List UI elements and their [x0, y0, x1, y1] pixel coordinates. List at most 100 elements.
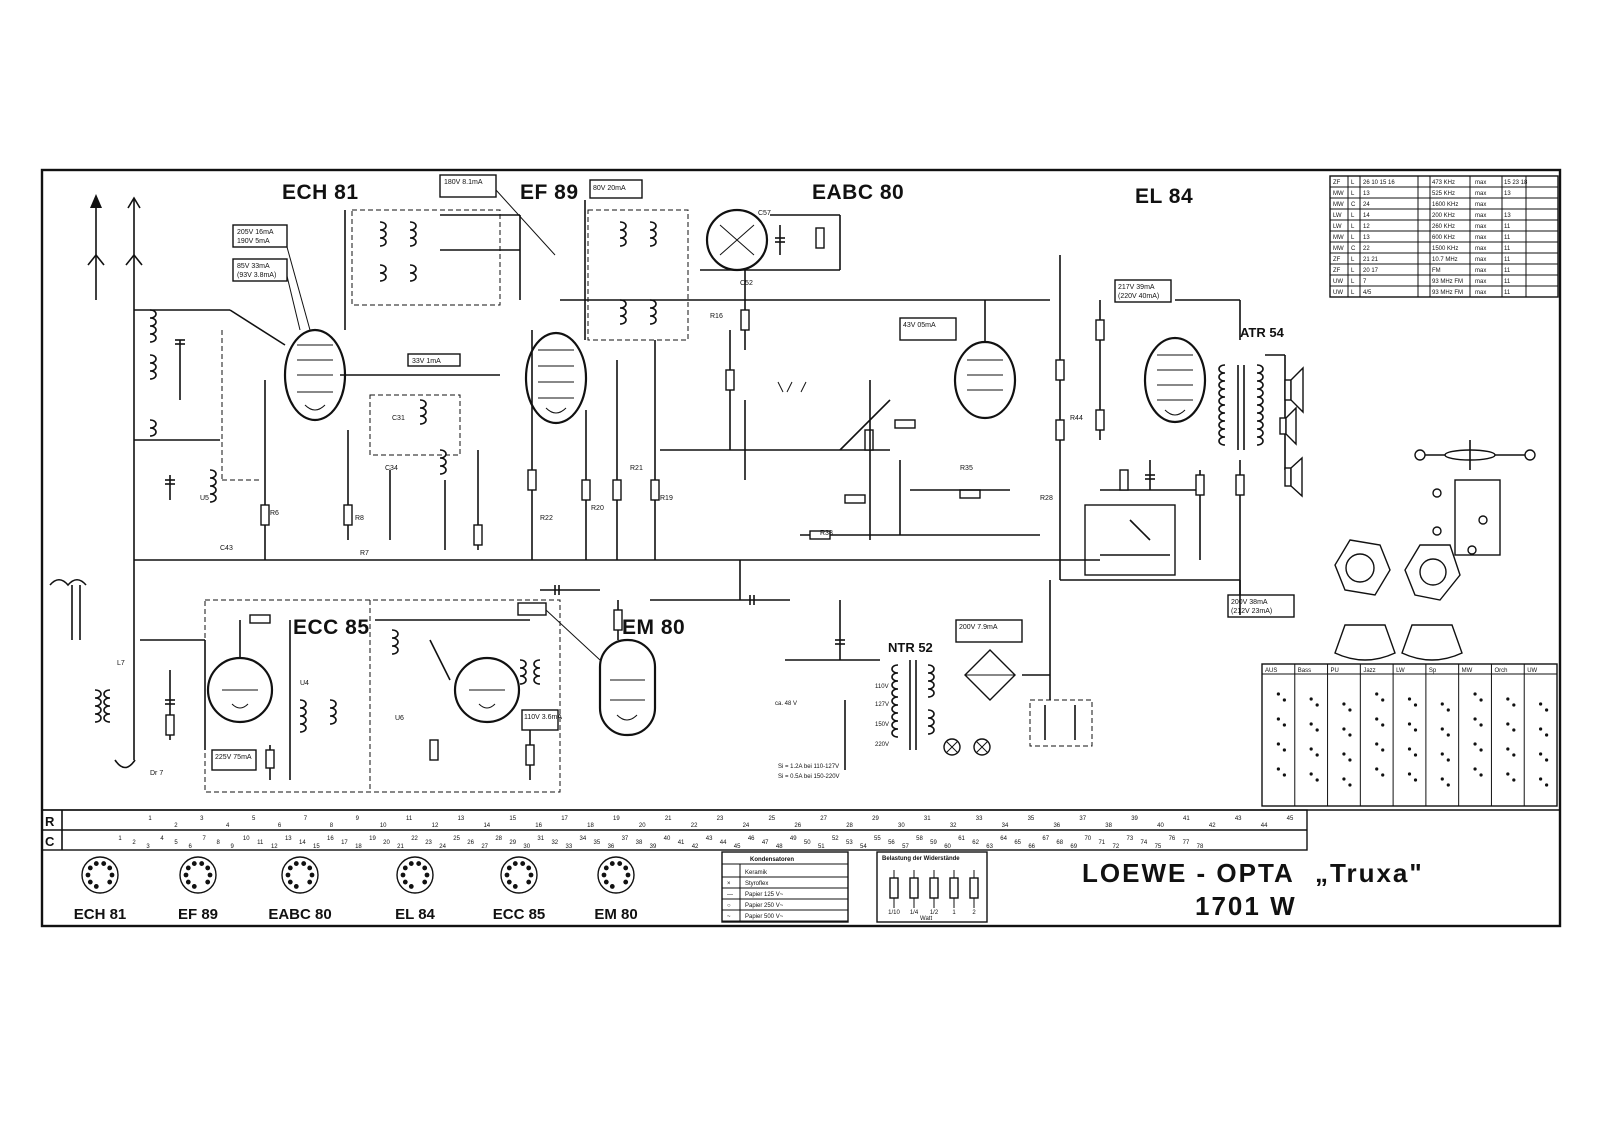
c-index-number: 51 [818, 844, 825, 850]
resistor-legend-title: Belastung der Widerstände [882, 856, 960, 862]
mains-note: Si = 0.5A bei 150-220V [778, 774, 840, 780]
c-index-number: 69 [1070, 844, 1077, 850]
c-index-number: 77 [1183, 840, 1190, 846]
r-index-number: 21 [665, 816, 672, 822]
pinout-label: ECH 81 [74, 906, 127, 923]
align-mode: max [1475, 257, 1486, 263]
align-item: 24 [1363, 202, 1370, 208]
align-note: 11 [1504, 246, 1511, 252]
c-index-number: 23 [425, 840, 432, 846]
component-label: Dr 7 [150, 770, 163, 777]
component-label: R44 [1070, 415, 1083, 422]
align-note: 11 [1504, 235, 1511, 241]
r-index-label: R [45, 814, 55, 829]
capacitor-symbol: × [727, 881, 731, 887]
output-transformer-label: ATR 54 [1240, 325, 1285, 340]
r-index-number: 19 [613, 816, 620, 822]
r-index-numbers: 1234567891011121314151617181920212223242… [148, 816, 1294, 829]
c-index-number: 57 [902, 844, 909, 850]
eabc80-stage: EABC 80 C57 C52 R16 R38 [660, 181, 1040, 540]
align-item: L [1351, 290, 1355, 296]
c-index-number: 63 [986, 844, 993, 850]
voltage-note: 85V 33mA [237, 263, 270, 270]
r-index-number: 33 [976, 816, 983, 822]
align-item: 13 [1363, 191, 1370, 197]
align-note: 13 [1504, 191, 1511, 197]
c-index-number: 17 [341, 840, 348, 846]
tube-title-ef89: EF 89 [520, 181, 579, 204]
resistor-rating: 2 [972, 910, 976, 916]
voltage-note: 205V 16mA [237, 229, 274, 236]
c-index-number: 47 [762, 840, 769, 846]
r-index-number: 10 [380, 823, 387, 829]
c-index-number: 5 [174, 840, 178, 846]
align-freq: 93 MHz FM [1432, 279, 1463, 285]
c-index-number: 20 [383, 840, 390, 846]
component-label: C43 [220, 545, 233, 552]
align-mode: max [1475, 268, 1486, 274]
tube-title-ecc85: ECC 85 [293, 616, 370, 639]
r-index-number: 43 [1235, 816, 1242, 822]
c-index-number: 34 [580, 836, 587, 842]
tube-socket [281, 856, 319, 894]
align-band: UW [1333, 279, 1343, 285]
c-index-number: 54 [860, 844, 867, 850]
c-index-number: 13 [285, 836, 292, 842]
align-item: 7 [1363, 279, 1367, 285]
c-index-number: 28 [495, 836, 502, 842]
r-index-number: 24 [743, 823, 750, 829]
r-index-number: 8 [330, 823, 334, 829]
voltage-note: (212V 23mA) [1231, 608, 1272, 615]
mains-note: Si = 1.2A bei 110-127V [778, 764, 839, 770]
tube-em80 [598, 638, 657, 737]
resistor-rating: 1/10 [888, 910, 900, 916]
align-band: LW [1333, 213, 1342, 219]
component-label: R28 [1040, 495, 1053, 502]
r-index-number: 23 [717, 816, 724, 822]
r-index-number: 41 [1183, 816, 1190, 822]
capacitor-legend-title: Kondensatoren [750, 857, 794, 863]
c-index-number: 26 [467, 840, 474, 846]
pinout-label: EF 89 [178, 906, 218, 923]
align-freq: 93 MHz FM [1432, 290, 1463, 296]
r-index-number: 5 [252, 816, 256, 822]
c-index-number: 73 [1127, 836, 1134, 842]
c-index-number: 67 [1042, 836, 1049, 842]
voltage-tap: 220V [875, 742, 889, 748]
align-item: L [1351, 257, 1355, 263]
switch-table-header: Jazz [1363, 668, 1375, 674]
ech81-stage: ECH 81 205V 16mA 190V 5mA 85V 33mA (93V … [134, 181, 1100, 561]
align-band: LW [1333, 224, 1342, 230]
c-index-number: 3 [146, 844, 150, 850]
align-freq: 10.7 MHz [1432, 257, 1458, 263]
switch-table-header: AUS [1265, 668, 1277, 674]
title-block: LOEWE - OPTA „Truxa" 1701 W [1082, 858, 1422, 921]
mains-note: ca. 48 V [775, 701, 797, 707]
align-note: 13 [1504, 213, 1511, 219]
pinout-label: EM 80 [594, 906, 637, 923]
r-index-number: 34 [1002, 823, 1009, 829]
c-index-number: 25 [453, 836, 460, 842]
c-index-number: 50 [804, 840, 811, 846]
voltage-note: 110V 3.6mA [524, 714, 562, 721]
el84-stage: EL 84 43V 05mA 217V 39mA (220V 40mA) ATR… [899, 185, 1304, 618]
r-index-number: 1 [148, 816, 152, 822]
antenna-section [49, 194, 143, 640]
coil-layout-sketch [1334, 440, 1536, 661]
r-index-number: 32 [950, 823, 957, 829]
tube-title-ech81: ECH 81 [282, 181, 359, 204]
c-index-number: 1 [118, 836, 122, 842]
c-index-number: 41 [678, 840, 685, 846]
voltage-tap: 110V [875, 684, 889, 690]
r-index-number: 9 [356, 816, 360, 822]
c-index-number: 18 [355, 844, 362, 850]
c-index-number: 29 [509, 840, 516, 846]
align-mode: max [1475, 279, 1486, 285]
tube-socket [597, 856, 635, 894]
c-index-number: 19 [369, 836, 376, 842]
c-index-number: 6 [188, 844, 192, 850]
c-index-number: 2 [132, 840, 136, 846]
r-index-number: 18 [587, 823, 594, 829]
